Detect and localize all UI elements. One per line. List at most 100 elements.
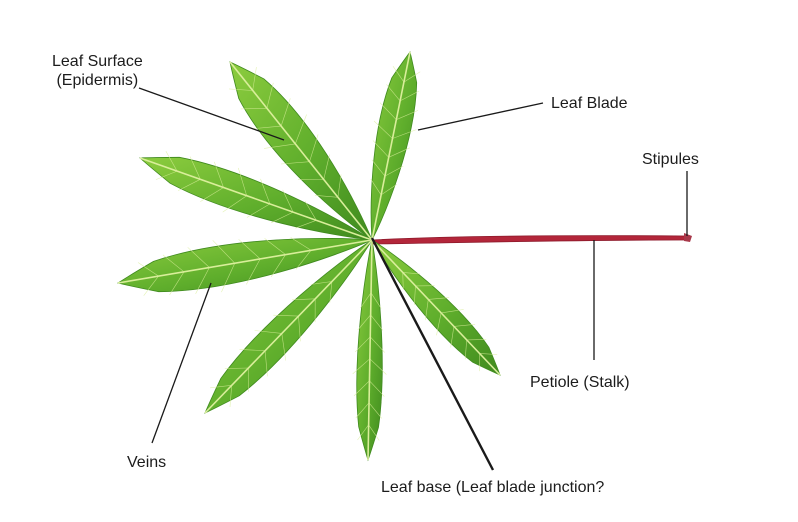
side-vein [425,299,429,321]
side-vein [402,272,404,290]
side-vein [291,298,316,301]
side-vein [238,167,247,196]
side-vein [264,350,268,377]
side-vein [402,272,421,275]
leader-line-veins [151,282,212,444]
side-vein [246,203,271,218]
side-vein [370,314,384,331]
leader-lines [138,87,688,471]
side-vein [396,110,419,120]
side-vein [246,258,261,285]
petiole-stalk [371,235,691,245]
side-vein [238,239,261,260]
side-vein [252,67,257,91]
side-vein [229,88,253,91]
side-vein [369,380,385,397]
side-vein [357,314,371,331]
side-vein [386,84,401,102]
side-vein [370,178,382,196]
midrib-bottom-left [204,239,373,414]
side-vein [314,195,338,198]
side-vein [270,254,286,278]
side-vein [282,189,294,213]
side-vein [280,98,291,127]
label-leaf-surface-line1: Leaf Surface [52,53,143,70]
side-vein [212,240,236,264]
label-leaf-surface: Leaf Surface (Epidermis) [52,52,143,90]
side-vein [384,165,404,177]
side-vein [290,237,312,251]
side-vein [239,349,266,351]
side-vein [214,161,224,188]
label-petiole: Petiole (Stalk) [530,374,630,391]
side-vein [399,90,420,102]
side-vein [368,424,380,441]
side-vein [222,195,247,213]
side-vein [403,71,421,83]
side-vein [309,134,319,162]
side-vein [295,114,307,145]
side-vein [295,250,312,270]
side-vein [224,367,249,369]
side-vein [380,184,397,196]
side-vein [162,254,185,273]
side-vein [337,174,342,198]
side-vein [304,200,317,221]
side-vein [368,402,383,419]
side-vein [264,238,286,255]
midrib-lower-left [117,239,373,284]
side-vein [270,211,294,224]
side-vein [187,247,210,268]
side-vein [240,108,267,110]
side-vein [189,156,201,180]
side-vein [221,263,236,293]
label-leaf-surface-line2: (Epidermis) [56,72,139,89]
side-vein [260,178,271,205]
side-vein [355,402,370,419]
side-vein [379,102,397,120]
side-vein [464,339,467,360]
side-vein [169,271,185,295]
leaflets [117,51,501,462]
label-leaf-base: Leaf base (Leaf blade junction? [381,479,605,496]
side-vein [353,380,370,397]
midrib-bottom-right [371,239,501,376]
side-vein [200,187,224,202]
side-vein [273,314,299,317]
side-vein [414,285,416,306]
side-vein [177,179,201,191]
side-vein [479,353,498,355]
side-vein [229,385,232,408]
side-vein [165,151,178,172]
label-veins: Veins [127,454,167,471]
stipule-tip [684,233,692,242]
side-vein [352,358,370,375]
leader-line-blade [417,102,544,131]
side-vein [369,336,385,353]
side-vein [369,358,387,375]
leader-line-surface [138,87,285,141]
side-vein [388,147,410,158]
side-vein [323,154,330,180]
side-vein [252,125,282,130]
side-vein [392,66,405,83]
side-vein [392,129,417,139]
side-vein [360,292,372,309]
side-vein [143,275,159,296]
side-vein [295,220,317,229]
label-stipules: Stipules [642,151,699,168]
side-vein [453,324,476,327]
midrib-bottom [367,239,373,461]
side-vein [310,281,332,285]
side-vein [298,316,301,342]
side-vein [436,312,442,336]
side-vein [466,339,487,341]
side-vein [450,326,455,348]
leader-line-base [370,237,495,471]
midrib-left [139,157,373,241]
side-vein [357,424,369,441]
side-vein [210,385,232,389]
side-vein [155,170,178,180]
side-vein [195,267,210,294]
